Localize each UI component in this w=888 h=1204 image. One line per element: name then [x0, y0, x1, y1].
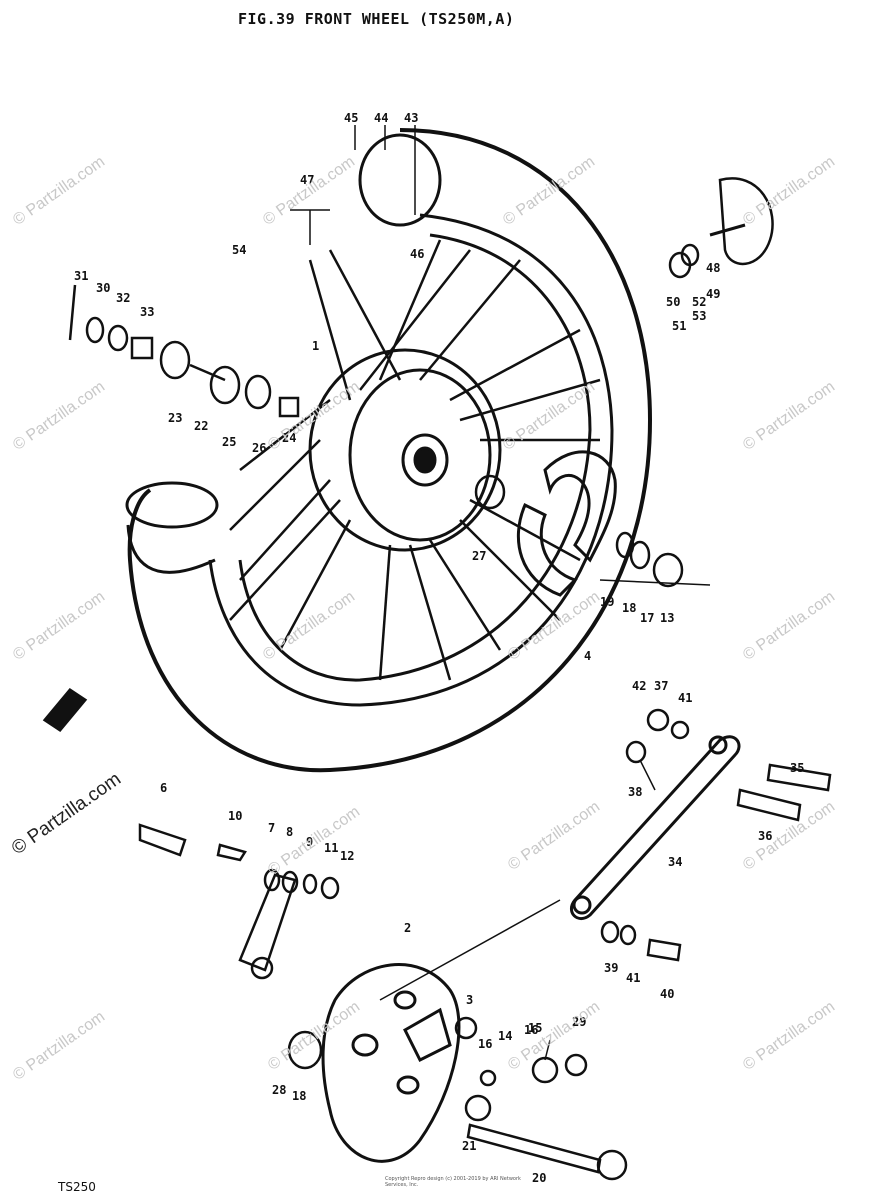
- part-number-label: 39: [604, 961, 618, 975]
- part-number-label: 45: [344, 111, 358, 125]
- tire-inner: [208, 213, 614, 707]
- front-arrow-marker: [42, 688, 88, 732]
- part-number-label: 9: [306, 835, 313, 849]
- part-number-label: 14: [498, 1029, 512, 1043]
- hub-center: [401, 433, 449, 487]
- part-number-label: 33: [140, 305, 154, 319]
- part-number-label: 24: [282, 431, 296, 445]
- figure-title: FIG.39 FRONT WHEEL (TS250M,A): [238, 10, 515, 28]
- part-number-label: 10: [228, 809, 242, 823]
- part-number-label: 4: [584, 649, 591, 663]
- part-number-label: 22: [194, 419, 208, 433]
- part-number-label: 2: [404, 921, 411, 935]
- part-number-label: 18: [292, 1089, 306, 1103]
- brake-panel: [321, 963, 461, 1163]
- bolts: [466, 763, 832, 1181]
- copyright-note: Copyright Repro design (c) 2001-2019 by …: [385, 1176, 521, 1188]
- hub-flange: [348, 368, 492, 542]
- part-number-label: 19: [600, 595, 614, 609]
- part-number-label: 34: [668, 855, 682, 869]
- part-number-label: 18: [622, 601, 636, 615]
- part-number-label: 23: [168, 411, 182, 425]
- part-number-label: 11: [324, 841, 338, 855]
- part-number-label: 46: [410, 247, 424, 261]
- part-number-label: 42: [632, 679, 646, 693]
- part-number-label: 25: [222, 435, 236, 449]
- part-number-label: 7: [268, 821, 275, 835]
- part-number-label: 48: [706, 261, 720, 275]
- speedometer-drive: [718, 177, 774, 266]
- part-number-label: 36: [758, 829, 772, 843]
- tire-outline: [127, 128, 653, 773]
- part-number-label: 51: [672, 319, 686, 333]
- model-code: TS250: [58, 1180, 96, 1194]
- brake-shoe-lower: [517, 502, 578, 597]
- part-number-label: 31: [74, 269, 88, 283]
- brake-shoe-upper: [543, 450, 617, 563]
- part-number-label: 32: [116, 291, 130, 305]
- part-number-label: 8: [286, 825, 293, 839]
- part-number-label: 35: [790, 761, 804, 775]
- axle-right-parts: [474, 243, 700, 588]
- part-number-label: 47: [300, 173, 314, 187]
- part-number-label: 16: [524, 1023, 538, 1037]
- tire-top-cut: [358, 133, 442, 227]
- part-number-label: 16: [478, 1037, 492, 1051]
- part-number-label: 41: [626, 971, 640, 985]
- part-number-label: 44: [374, 111, 388, 125]
- part-number-label: 17: [640, 611, 654, 625]
- part-number-label: 41: [678, 691, 692, 705]
- rim-outline: [238, 233, 592, 682]
- part-number-label: 1: [312, 339, 319, 353]
- part-number-label: 27: [472, 549, 486, 563]
- part-number-label: 37: [654, 679, 668, 693]
- washers-nuts: [287, 708, 690, 1122]
- part-number-label: 26: [252, 441, 266, 455]
- torque-link: [569, 735, 741, 921]
- part-number-label: 3: [466, 993, 473, 1007]
- part-number-label: 28: [272, 1083, 286, 1097]
- part-number-label: 53: [692, 309, 706, 323]
- tire-cut-end: [125, 481, 219, 529]
- part-number-label: 52: [692, 295, 706, 309]
- part-number-label: 13: [660, 611, 674, 625]
- part-number-label: 21: [462, 1139, 476, 1153]
- part-number-label: 30: [96, 281, 110, 295]
- part-number-label: 50: [666, 295, 680, 309]
- part-number-label: 6: [160, 781, 167, 795]
- part-number-label: 49: [706, 287, 720, 301]
- leader-lines: [290, 125, 711, 1061]
- brake-arm-parts: [138, 823, 340, 980]
- part-number-label: 54: [232, 243, 246, 257]
- part-number-label: 29: [572, 1015, 586, 1029]
- part-number-label: 43: [404, 111, 418, 125]
- part-number-label: 15: [528, 1021, 542, 1035]
- part-number-label: 20: [532, 1171, 546, 1185]
- spokes: [229, 239, 601, 681]
- axle-left-parts: [68, 284, 300, 418]
- part-number-label: 12: [340, 849, 354, 863]
- part-number-label: 38: [628, 785, 642, 799]
- part-number-label: 40: [660, 987, 674, 1001]
